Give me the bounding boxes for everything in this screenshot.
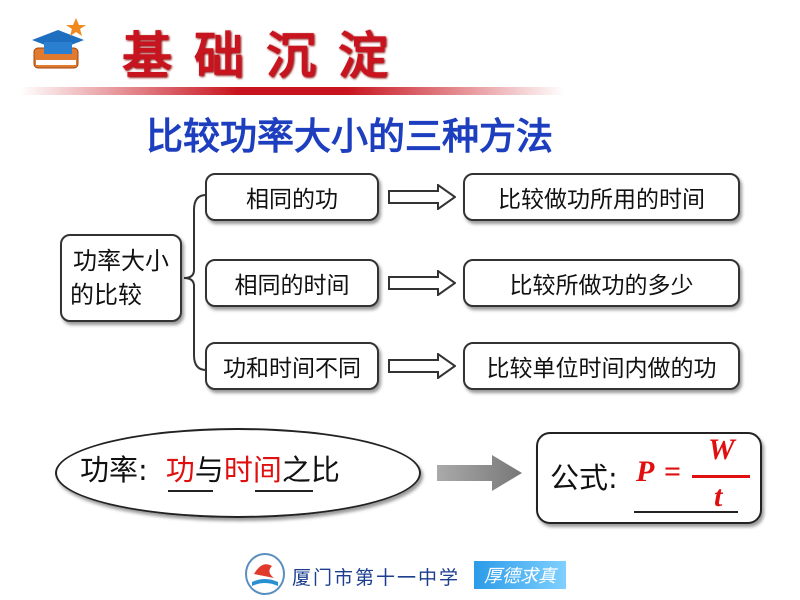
def-answer-1: 功	[165, 453, 195, 487]
compare-box: 比较单位时间内做的功	[463, 342, 740, 390]
def-prefix: 功率:	[80, 453, 148, 487]
blank-line	[255, 490, 313, 492]
compare-box: 比较做功所用的时间	[463, 173, 740, 221]
root-line1: 功率大小	[73, 247, 169, 275]
formula-numerator: W	[708, 433, 735, 466]
hollow-arrow-icon	[388, 270, 456, 296]
condition-box: 相同的时间	[205, 259, 379, 307]
root-line2: 的比较	[70, 281, 142, 309]
formula-lhs: P	[636, 455, 655, 488]
title-divider	[20, 87, 565, 95]
definition-text: 功率: 功与时间之比	[80, 447, 340, 489]
formula-label: 公式:	[550, 461, 618, 495]
fraction-bar	[692, 475, 750, 478]
school-logo-icon	[245, 553, 285, 595]
def-mid: 与	[194, 453, 224, 487]
compare-box: 比较所做功的多少	[463, 259, 740, 307]
brace	[183, 194, 207, 371]
def-answer-2: 时间	[223, 453, 282, 487]
formula-box	[536, 432, 762, 524]
hollow-arrow-icon	[388, 184, 456, 210]
section-title: 基础沉淀	[122, 26, 410, 85]
hollow-arrow-icon	[388, 353, 456, 379]
school-name: 厦门市第十一中学	[292, 567, 461, 589]
gray-arrow-icon	[437, 455, 522, 491]
slide-subtitle: 比较功率大小的三种方法	[146, 115, 553, 158]
blank-line	[168, 490, 213, 492]
blank-line	[634, 511, 738, 513]
formula-denominator: t	[714, 480, 723, 513]
formula-equals: =	[664, 455, 682, 488]
condition-box: 相同的功	[205, 173, 379, 221]
condition-box: 功和时间不同	[205, 342, 379, 390]
graduation-cap-books-icon	[28, 14, 90, 76]
root-box: 功率大小 的比较	[60, 234, 182, 322]
school-motto: 厚德求真	[474, 561, 566, 589]
def-suffix: 之比	[281, 453, 340, 487]
definition-ellipse	[55, 428, 421, 518]
